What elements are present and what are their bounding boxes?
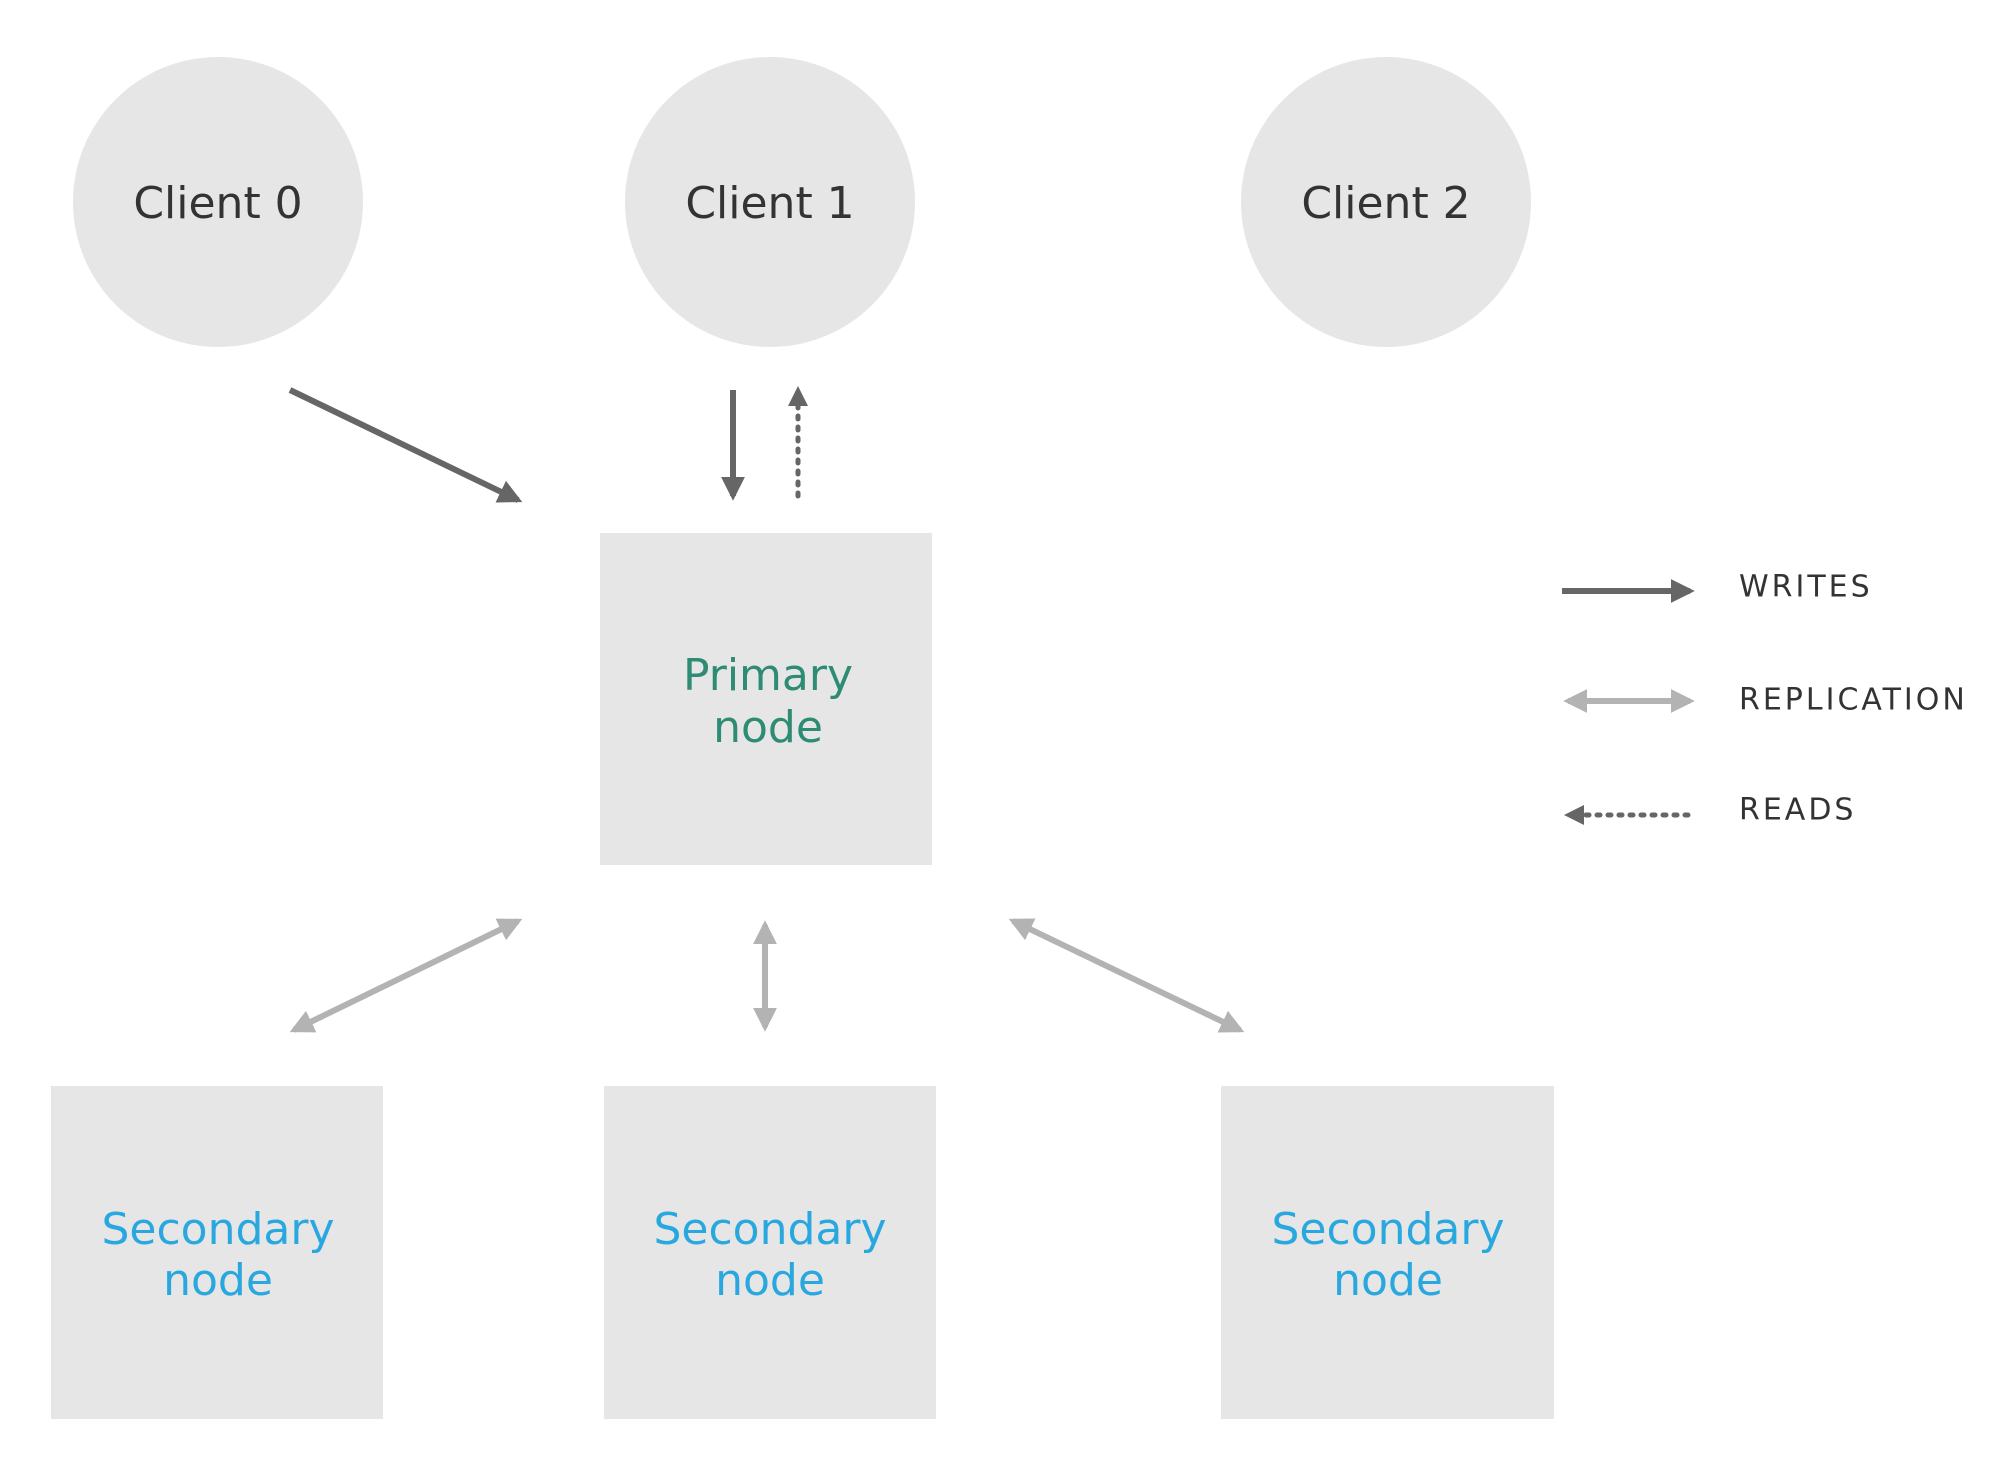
- secondary-node-label-line1: Secondary: [653, 1204, 886, 1255]
- secondary-node-2: Secondary node: [1221, 1086, 1554, 1419]
- legend-replication-label: REPLICATION: [1739, 683, 1968, 718]
- legend-item-reads: READS: [1564, 793, 1856, 828]
- legend-reads-label: READS: [1739, 793, 1856, 828]
- client-label: Client 0: [133, 178, 302, 229]
- legend-item-replication: REPLICATION: [1563, 683, 1968, 718]
- replication-arrow-secondary-0: [289, 918, 523, 1033]
- client-node-2: Client 2: [1241, 57, 1531, 347]
- replication-arrow-secondary-2: [1008, 918, 1245, 1033]
- secondary-node-box: [1221, 1086, 1554, 1419]
- secondary-node-label-line2: node: [163, 1255, 273, 1306]
- client-circle: [625, 57, 915, 347]
- legend-writes-label: WRITES: [1739, 570, 1873, 605]
- secondary-node-box: [604, 1086, 936, 1419]
- primary-node-box: [600, 533, 932, 865]
- secondary-node-label-line2: node: [1333, 1255, 1443, 1306]
- secondary-node-box: [51, 1086, 383, 1419]
- secondary-node-label-line2: node: [715, 1255, 825, 1306]
- primary-node-label-line1: Primary: [683, 650, 853, 701]
- client-label: Client 2: [1301, 178, 1470, 229]
- client-circle: [1241, 57, 1531, 347]
- legend: WRITES REPLICATION READS: [1562, 570, 1968, 828]
- secondary-node-0: Secondary node: [51, 1086, 383, 1419]
- legend-item-writes: WRITES: [1562, 570, 1873, 605]
- secondary-node-1: Secondary node: [604, 1086, 936, 1419]
- client-node-0: Client 0: [73, 57, 363, 347]
- client-node-1: Client 1: [625, 57, 915, 347]
- secondary-node-label-line1: Secondary: [1271, 1204, 1504, 1255]
- primary-node-label-line2: node: [713, 702, 823, 753]
- write-arrow-client-0: [288, 387, 523, 503]
- client-circle: [73, 57, 363, 347]
- secondary-node-label-line1: Secondary: [101, 1204, 334, 1255]
- client-label: Client 1: [685, 178, 854, 229]
- primary-node: Primary node: [600, 533, 932, 865]
